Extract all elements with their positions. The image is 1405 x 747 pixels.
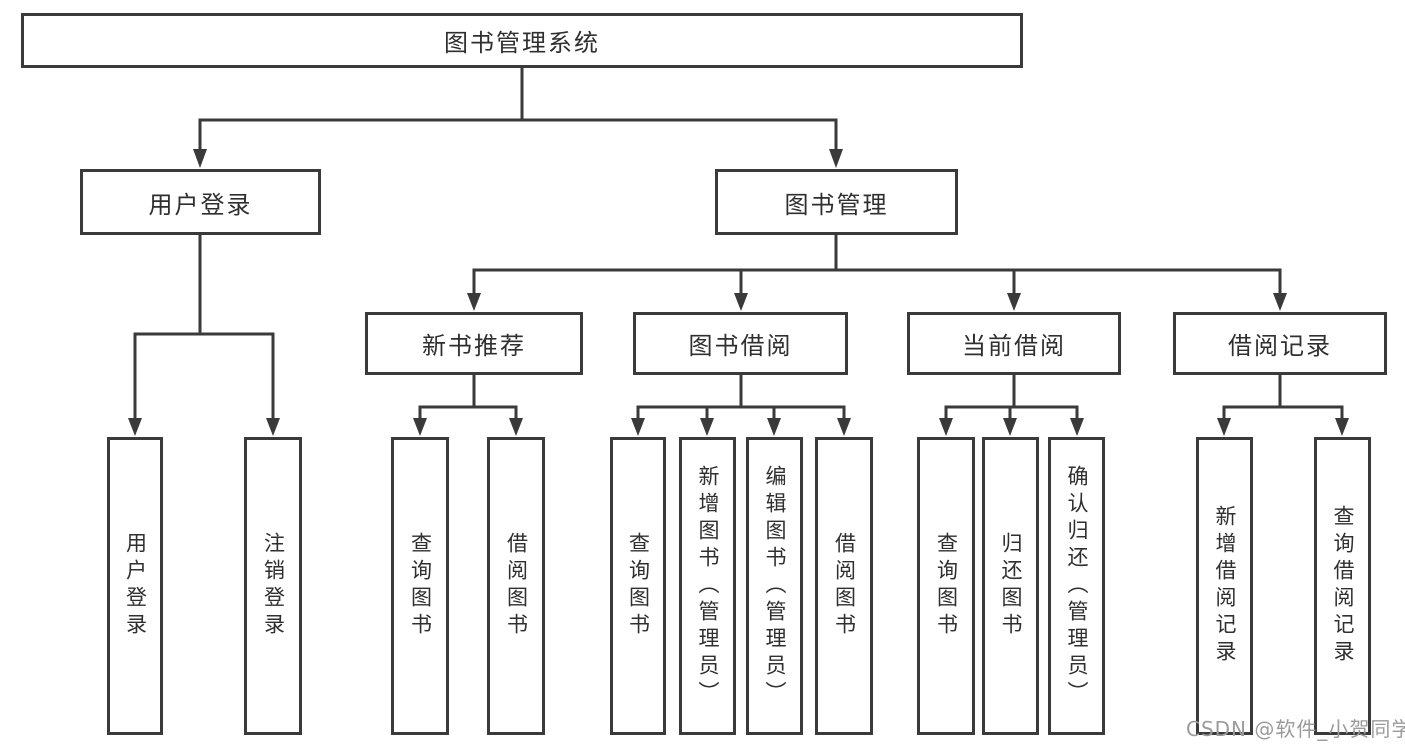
- leaf-user-login-label: 用户登录: [123, 532, 148, 640]
- leaf-borrow-books-borrowing-label: 借阅图书: [832, 532, 857, 640]
- leaf-add-borrow-record: 新增借阅记录: [1196, 437, 1253, 735]
- leaf-edit-books-admin: 编辑图书（管理员）: [746, 437, 803, 735]
- leaf-query-books-current: 查询图书: [917, 437, 975, 735]
- leaf-edit-books-admin-label: 编辑图书（管理员）: [763, 464, 787, 708]
- leaf-add-books-admin-label: 新增图书（管理员）: [696, 464, 720, 708]
- leaf-borrow-books-recommend-label: 借阅图书: [504, 532, 529, 640]
- leaf-query-books-current-label: 查询图书: [934, 532, 959, 640]
- leaf-confirm-return-admin-label: 确认归还（管理员）: [1065, 464, 1089, 708]
- node-root: 图书管理系统: [21, 13, 1023, 68]
- leaf-query-books-recommend-label: 查询图书: [408, 532, 433, 640]
- csdn-watermark: CSDN @软件_小贺同学: [1186, 717, 1405, 741]
- leaf-confirm-return-admin: 确认归还（管理员）: [1048, 437, 1105, 735]
- leaf-logout: 注销登录: [244, 437, 302, 735]
- node-book-borrowing: 图书借阅: [633, 312, 848, 375]
- leaf-query-books-borrowing: 查询图书: [610, 437, 666, 735]
- node-borrowing-records: 借阅记录: [1173, 312, 1387, 375]
- leaf-query-books-recommend: 查询图书: [391, 437, 449, 735]
- leaf-logout-label: 注销登录: [261, 532, 286, 640]
- node-book-management: 图书管理: [715, 169, 958, 235]
- leaf-add-borrow-record-label: 新增借阅记录: [1213, 505, 1237, 667]
- leaf-query-borrow-record-label: 查询借阅记录: [1331, 505, 1355, 667]
- node-current-borrowing: 当前借阅: [907, 312, 1121, 375]
- leaf-return-books-label: 归还图书: [999, 532, 1023, 640]
- leaf-user-login: 用户登录: [107, 437, 163, 735]
- node-new-book-recommend: 新书推荐: [365, 312, 583, 375]
- leaf-borrow-books-borrowing: 借阅图书: [815, 437, 873, 735]
- leaf-query-borrow-record: 查询借阅记录: [1314, 437, 1371, 735]
- leaf-query-books-borrowing-label: 查询图书: [626, 532, 651, 640]
- node-user-login-branch: 用户登录: [80, 169, 321, 235]
- leaf-add-books-admin: 新增图书（管理员）: [679, 437, 736, 735]
- leaf-borrow-books-recommend: 借阅图书: [487, 437, 545, 735]
- leaf-return-books: 归还图书: [982, 437, 1039, 735]
